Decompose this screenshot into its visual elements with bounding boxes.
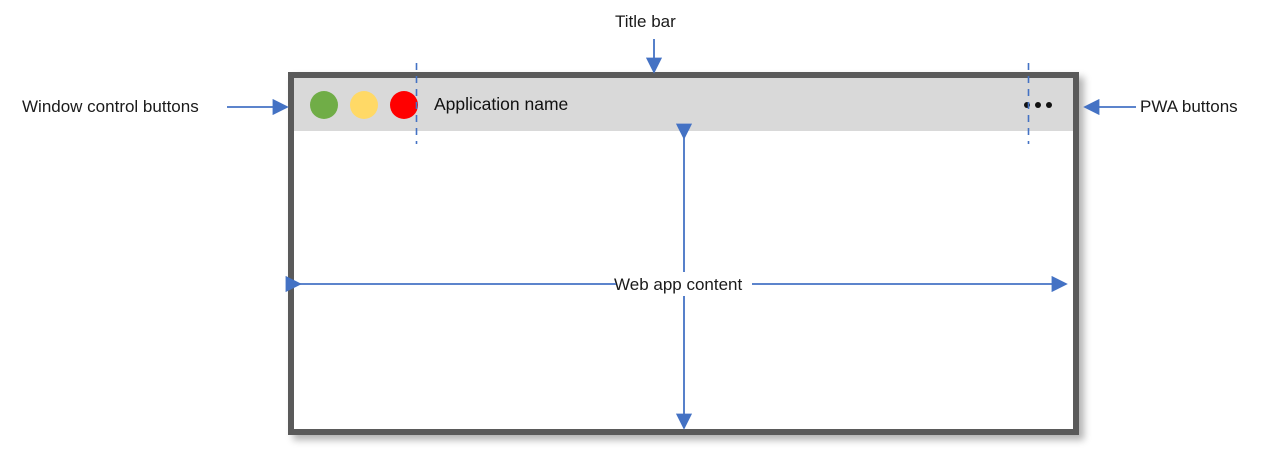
ellipsis-icon-dot-3 [1046,101,1052,108]
label-window-control-buttons: Window control buttons [22,97,199,116]
minimize-button-icon[interactable] [310,90,338,119]
title-bar: Application name [294,78,1073,131]
app-window: Application name [288,72,1079,435]
pwa-menu-button[interactable] [1024,78,1052,131]
label-title-bar: Title bar [615,12,676,31]
label-pwa-buttons: PWA buttons [1140,97,1238,116]
ellipsis-icon-dot-2 [1035,101,1041,108]
label-web-app-content: Web app content [608,275,749,294]
application-name: Application name [434,94,569,114]
maximize-button-icon[interactable] [350,90,378,119]
ellipsis-icon-dot-1 [1024,101,1030,108]
window-control-buttons [310,78,418,131]
close-button-icon[interactable] [390,90,418,119]
